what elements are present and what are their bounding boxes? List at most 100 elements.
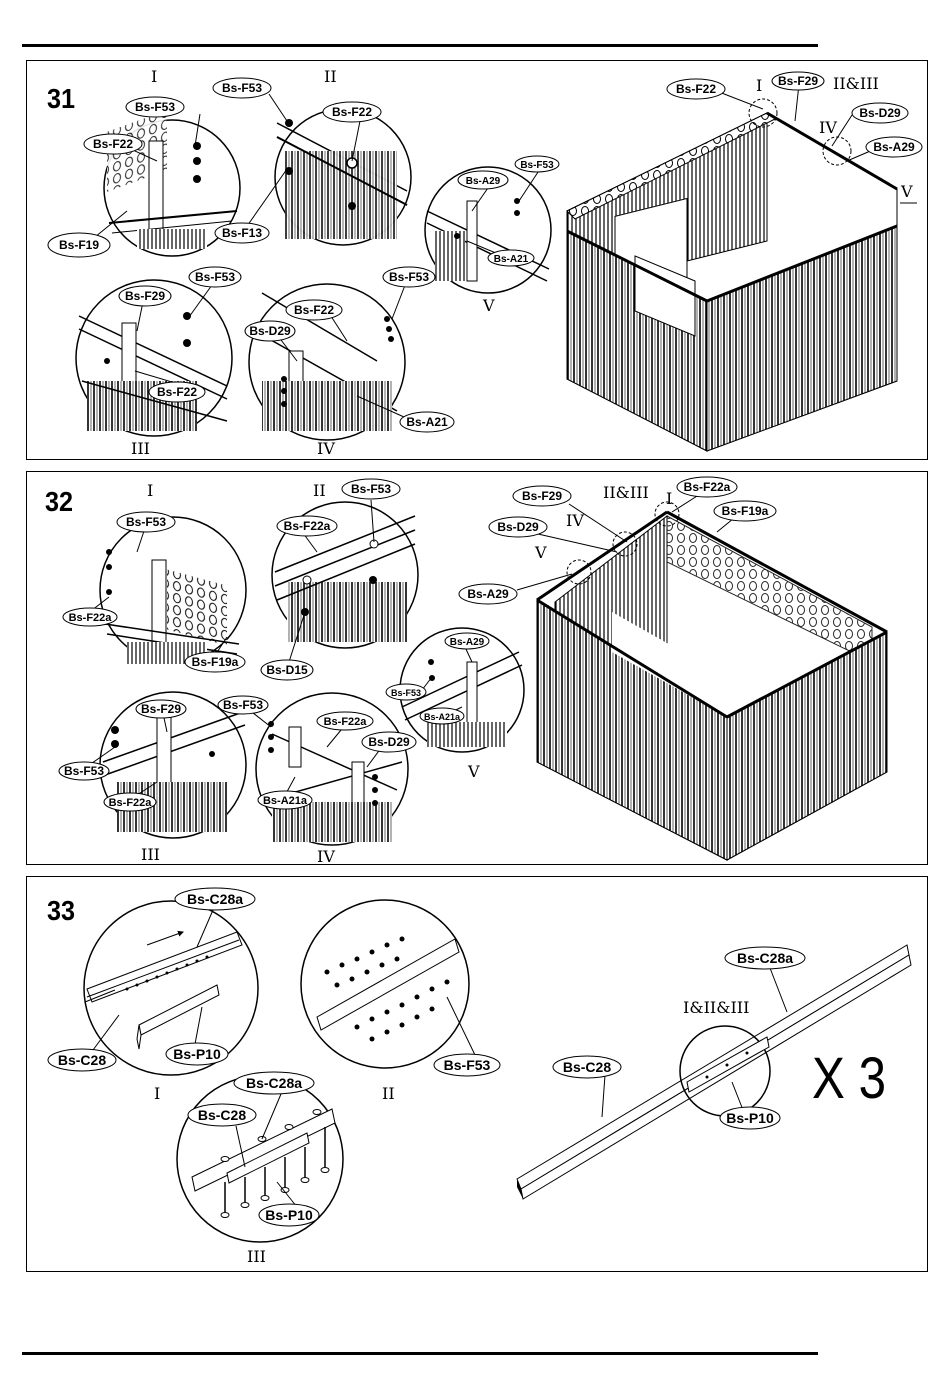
roman-IV: IV: [566, 511, 584, 530]
svg-text:Bs-D15: Bs-D15: [266, 663, 308, 677]
top-rule: [22, 44, 818, 47]
detail-circle-33-I: [83, 900, 259, 1076]
detail-circle-31-I: [103, 110, 241, 257]
label-bs-f22a: Bs-F22a: [316, 711, 374, 731]
svg-text:Bs-F53: Bs-F53: [444, 1057, 491, 1073]
svg-text:Bs-A21a: Bs-A21a: [424, 712, 461, 722]
roman-V: V: [467, 762, 480, 781]
label-bs-f53: Bs-F53: [385, 683, 427, 701]
svg-text:Bs-F53: Bs-F53: [195, 270, 235, 284]
roman-IV: IV: [819, 118, 837, 137]
label-bs-f53: Bs-F53: [125, 96, 185, 118]
svg-text:Bs-D29: Bs-D29: [859, 106, 901, 120]
svg-text:Bs-F19a: Bs-F19a: [722, 504, 769, 518]
label-bs-p10: Bs-P10: [719, 1106, 781, 1130]
svg-text:Bs-A21: Bs-A21: [494, 254, 529, 265]
svg-text:Bs-D29: Bs-D29: [249, 324, 291, 338]
roman-III: III: [141, 845, 160, 864]
svg-text:Bs-C28a: Bs-C28a: [737, 950, 793, 966]
label-bs-a29: Bs-A29: [865, 136, 923, 158]
svg-text:Bs-P10: Bs-P10: [173, 1046, 221, 1062]
svg-text:Bs-F22: Bs-F22: [676, 82, 716, 96]
part-labels-31: Bs-F53 Bs-F22 Bs-F19 Bs-F53 Bs-F22 Bs-F1…: [47, 71, 923, 433]
detail-circle-33-II: [300, 899, 470, 1069]
roman-III: III: [247, 1247, 266, 1266]
roman-I: I: [756, 76, 762, 95]
svg-text:Bs-A21a: Bs-A21a: [263, 795, 308, 807]
label-bs-a21: Bs-A21: [399, 411, 455, 433]
svg-text:Bs-F53: Bs-F53: [389, 270, 429, 284]
roman-I: I: [154, 1084, 160, 1103]
label-bs-f22: Bs-F22: [285, 299, 343, 321]
label-bs-c28: Bs-C28: [187, 1103, 257, 1127]
label-bs-f53: Bs-F53: [217, 695, 269, 715]
label-bs-f29: Bs-F29: [771, 71, 825, 91]
label-bs-f22: Bs-F22: [322, 101, 382, 123]
svg-text:Bs-D29: Bs-D29: [368, 735, 410, 749]
label-bs-c28: Bs-C28: [552, 1055, 622, 1079]
svg-text:Bs-F53: Bs-F53: [391, 688, 421, 698]
detail-circle-32-I: [99, 516, 247, 664]
label-bs-p10: Bs-P10: [165, 1042, 229, 1066]
leader-lines-33: [92, 909, 788, 1208]
roman-II: II: [382, 1084, 395, 1103]
svg-text:Bs-F29: Bs-F29: [125, 289, 165, 303]
roman-I-II-III: I&II&III: [683, 998, 749, 1017]
roman-III: III: [131, 439, 150, 458]
label-bs-f13: Bs-F13: [214, 222, 270, 244]
label-bs-a21a: Bs-A21a: [257, 790, 313, 810]
svg-text:Bs-F29: Bs-F29: [522, 489, 562, 503]
svg-text:Bs-F19: Bs-F19: [59, 238, 99, 252]
svg-text:Bs-F53: Bs-F53: [126, 515, 166, 529]
part-labels-32: Bs-F53 Bs-F22a Bs-F19a Bs-F53 Bs-F22a Bs…: [58, 476, 777, 812]
shed-assembly-31: [566, 98, 898, 452]
roman-II: II: [324, 67, 337, 86]
label-bs-f29: Bs-F29: [512, 485, 572, 507]
label-bs-a29: Bs-A29: [457, 170, 509, 190]
svg-text:Bs-A29: Bs-A29: [450, 637, 485, 648]
label-bs-c28: Bs-C28: [47, 1048, 117, 1072]
svg-text:Bs-F22a: Bs-F22a: [69, 612, 113, 624]
label-bs-f22a: Bs-F22a: [103, 792, 157, 812]
label-bs-a29: Bs-A29: [458, 583, 518, 605]
label-bs-f53: Bs-F53: [382, 266, 436, 288]
label-bs-p10: Bs-P10: [258, 1203, 320, 1227]
svg-text:Bs-C28a: Bs-C28a: [187, 891, 243, 907]
svg-text:Bs-P10: Bs-P10: [265, 1207, 313, 1223]
label-bs-f53: Bs-F53: [514, 155, 560, 173]
label-bs-f22: Bs-F22: [148, 381, 206, 403]
svg-text:Bs-D29: Bs-D29: [497, 520, 539, 534]
step-32-panel: 32: [26, 471, 928, 865]
svg-text:Bs-A29: Bs-A29: [467, 587, 509, 601]
svg-text:Bs-F22: Bs-F22: [294, 303, 334, 317]
svg-text:Bs-F22: Bs-F22: [157, 385, 197, 399]
label-bs-f22a: Bs-F22a: [62, 607, 118, 627]
shed-assembly-32: [536, 501, 888, 861]
label-bs-f19a: Bs-F19a: [184, 651, 246, 673]
label-bs-f53: Bs-F53: [433, 1053, 501, 1077]
svg-text:Bs-P10: Bs-P10: [726, 1110, 774, 1126]
step-33-panel: 33 X 3: [26, 876, 928, 1272]
step-33-drawing: I II III I&II&III Bs-C28a Bs-C28 Bs-P10 …: [47, 887, 912, 1266]
svg-text:Bs-C28: Bs-C28: [58, 1052, 106, 1068]
svg-text:Bs-F22a: Bs-F22a: [284, 519, 331, 533]
roman-IV: IV: [317, 847, 335, 864]
svg-text:Bs-F53: Bs-F53: [223, 698, 263, 712]
label-bs-c28a: Bs-C28a: [174, 887, 256, 911]
svg-text:Bs-F53: Bs-F53: [135, 100, 175, 114]
svg-text:Bs-F29: Bs-F29: [778, 74, 818, 88]
label-bs-c28a: Bs-C28a: [724, 946, 806, 970]
label-bs-f22: Bs-F22: [666, 78, 726, 100]
part-labels-33: Bs-C28a Bs-C28 Bs-P10 Bs-F53 Bs-C28a Bs-…: [47, 887, 806, 1227]
detail-circle-32-II: [271, 501, 419, 649]
label-bs-f29: Bs-F29: [135, 699, 187, 719]
svg-text:Bs-F53: Bs-F53: [520, 160, 554, 171]
roman-II: II: [313, 481, 326, 500]
label-bs-f53: Bs-F53: [58, 761, 110, 781]
label-bs-d29: Bs-D29: [488, 516, 548, 538]
step-number: 32: [45, 486, 74, 517]
label-bs-f19a: Bs-F19a: [713, 500, 777, 522]
label-bs-c28a: Bs-C28a: [233, 1071, 315, 1095]
roman-II-III: II&III: [603, 483, 649, 502]
label-bs-f19: Bs-F19: [47, 232, 111, 258]
